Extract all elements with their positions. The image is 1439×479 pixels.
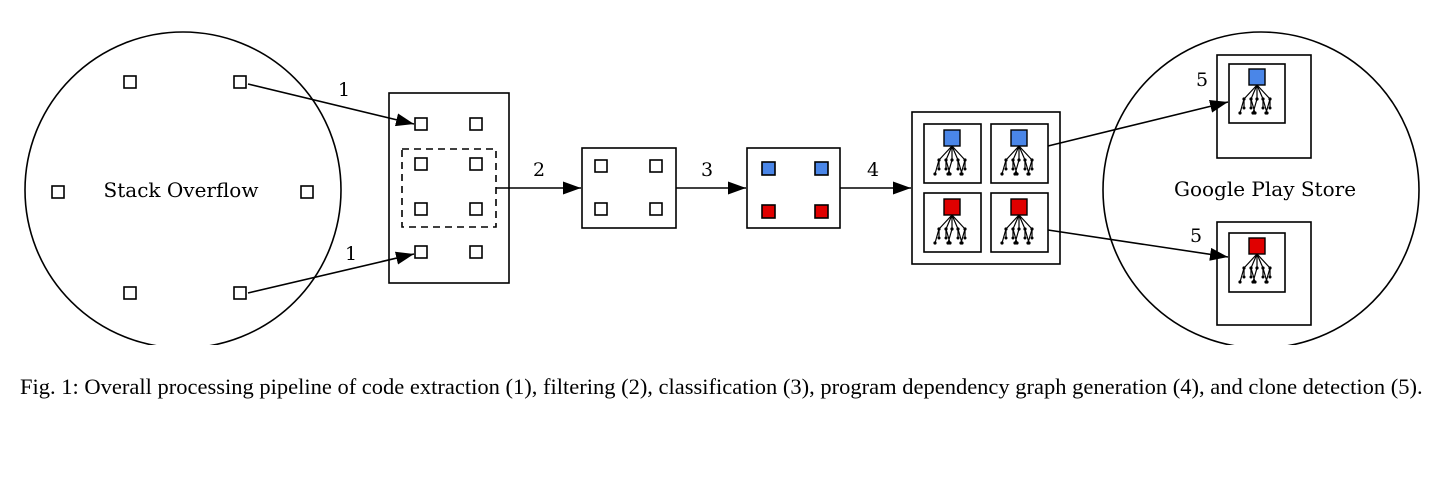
- snippet-icon: [649, 202, 663, 216]
- google-play-store-node: Google Play Store: [1102, 31, 1420, 345]
- dependency-graphs-box: [911, 111, 1061, 265]
- edge-label-pdg: 4: [867, 159, 879, 181]
- stack-overflow-node: Stack Overflow: [24, 31, 342, 345]
- snippet-icon: [594, 202, 608, 216]
- snippet-icon: [469, 157, 483, 171]
- dependency-graph-icon: [1238, 68, 1272, 115]
- edges: [247, 83, 1229, 294]
- filtered-snippets-box: [581, 147, 677, 229]
- snippet-icon: [469, 202, 483, 216]
- edge-label-filter: 2: [533, 159, 545, 181]
- extracted-snippets-box: [388, 92, 510, 284]
- graph-card: [990, 192, 1049, 253]
- snippet-icon: [414, 245, 428, 259]
- snippet-icon: [594, 159, 608, 173]
- edge-label-clone-bottom: 5: [1190, 225, 1202, 247]
- classified-snippets-box: [746, 147, 841, 229]
- edge-label-clone-top: 5: [1196, 69, 1208, 91]
- edge-clone-bottom: [1047, 229, 1229, 261]
- edge-labels: 1 1 2 3 4 5 5: [338, 69, 1208, 265]
- dependency-graph-icon: [1000, 198, 1034, 245]
- pipeline-diagram: Stack Overflow: [24, 31, 1420, 345]
- graph-card: [923, 123, 982, 184]
- snippet-icon: [469, 245, 483, 259]
- snippet-icon: [469, 117, 483, 131]
- figure-caption: Fig. 1: Overall processing pipeline of c…: [20, 374, 1423, 399]
- edge-extract-bottom: [247, 251, 415, 294]
- snippet-icon: [233, 75, 247, 89]
- graph-card: [1228, 63, 1286, 124]
- snippet-icon: [233, 286, 247, 300]
- blue-snippet-icon: [761, 161, 776, 176]
- dependency-graph-icon: [933, 198, 967, 245]
- blue-snippet-icon: [814, 161, 829, 176]
- red-snippet-icon: [761, 204, 776, 219]
- snippet-icon: [123, 286, 137, 300]
- google-play-store-label: Google Play Store: [1174, 177, 1356, 201]
- graph-card: [1228, 232, 1286, 293]
- graph-card: [923, 192, 982, 253]
- snippet-icon: [649, 159, 663, 173]
- edge-clone-top: [1047, 99, 1229, 147]
- graph-card: [990, 123, 1049, 184]
- red-snippet-icon: [814, 204, 829, 219]
- stack-overflow-label: Stack Overflow: [104, 178, 259, 202]
- dependency-graph-icon: [1000, 129, 1034, 176]
- dependency-graph-icon: [1238, 237, 1272, 284]
- snippet-icon: [414, 157, 428, 171]
- snippet-icon: [123, 75, 137, 89]
- snippet-icon: [414, 202, 428, 216]
- snippet-icon: [414, 117, 428, 131]
- app-box: [1216, 221, 1312, 326]
- snippet-icon: [300, 185, 314, 199]
- dependency-graph-icon: [933, 129, 967, 176]
- edge-label-extract-top: 1: [338, 79, 350, 101]
- edge-label-classify: 3: [701, 159, 713, 181]
- edge-extract-top: [247, 83, 415, 127]
- snippet-icon: [51, 185, 65, 199]
- edge-label-extract-bottom: 1: [345, 243, 357, 265]
